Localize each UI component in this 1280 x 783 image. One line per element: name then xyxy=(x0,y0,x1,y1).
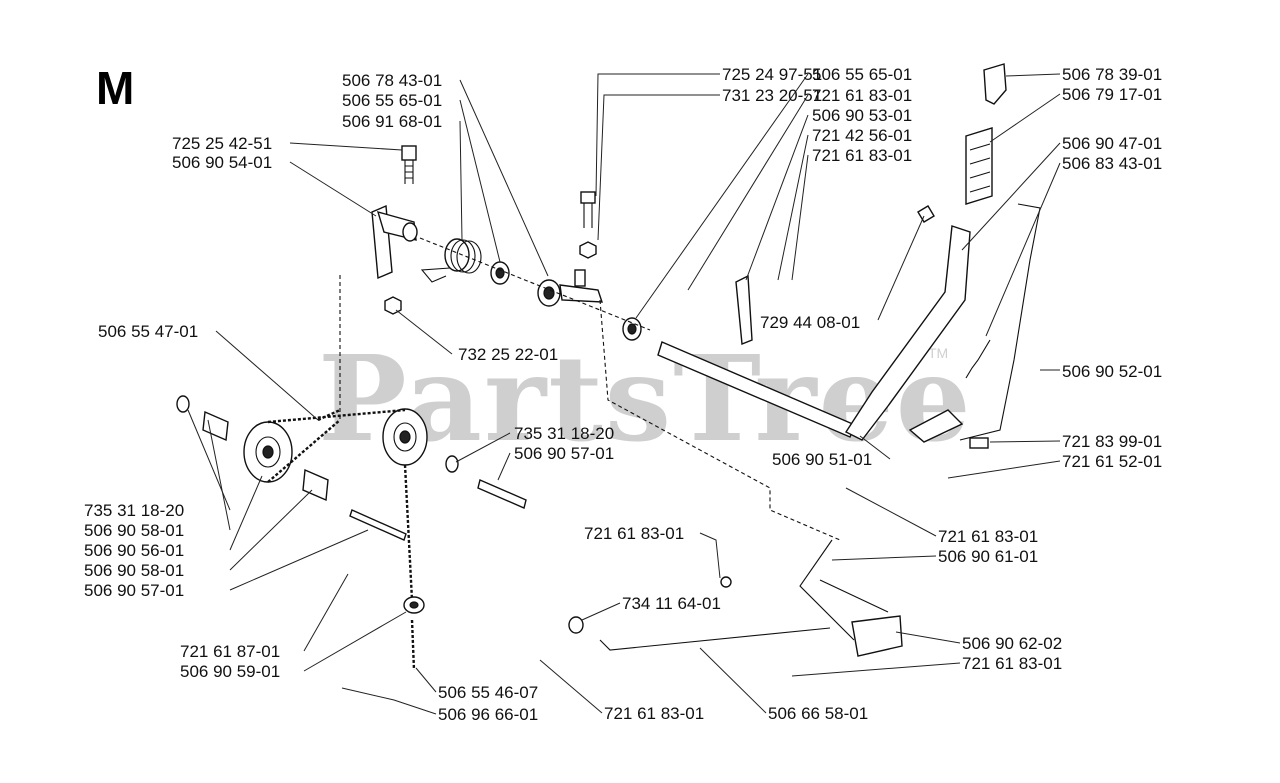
spacer-part xyxy=(202,410,229,442)
part-label: 725 24 97-51 xyxy=(722,65,822,84)
part-drawings xyxy=(176,63,1041,671)
part-label: 721 61 87-01 xyxy=(180,642,280,661)
washer-part xyxy=(176,395,190,413)
part-label: 721 42 56-01 xyxy=(812,126,912,145)
part-label: 506 90 53-01 xyxy=(812,106,912,125)
part-label: 506 91 68-01 xyxy=(342,112,442,131)
watermark-tm: TM xyxy=(928,345,948,361)
part-label: 506 79 17-01 xyxy=(1062,85,1162,104)
part-label: 506 96 66-01 xyxy=(438,705,538,724)
part-label: 506 55 65-01 xyxy=(342,91,442,110)
part-label: 731 23 20-51 xyxy=(722,86,822,105)
pin-part xyxy=(969,437,989,449)
part-label: 732 25 22-01 xyxy=(458,345,558,364)
link-rod-part xyxy=(599,627,831,651)
part-label: 506 78 39-01 xyxy=(1062,65,1162,84)
part-label: 721 61 83-01 xyxy=(584,524,684,543)
section-letter: M xyxy=(96,62,134,114)
part-label: 506 90 57-01 xyxy=(84,581,184,600)
main-shaft-part xyxy=(657,341,856,438)
part-label: 734 11 64-01 xyxy=(622,594,721,613)
screw-part xyxy=(917,205,935,223)
nut-part xyxy=(384,296,402,315)
part-label: 735 31 18-20 xyxy=(84,501,184,520)
small-spring-part xyxy=(965,339,991,379)
washer-3-part xyxy=(568,616,584,634)
right-pulley-part xyxy=(382,408,428,466)
chain-part xyxy=(267,408,416,671)
axle-part xyxy=(349,509,407,541)
part-label: 506 83 43-01 xyxy=(1062,154,1162,173)
part-label: 506 55 65-01 xyxy=(812,65,912,84)
part-label: 506 90 56-01 xyxy=(84,541,184,560)
idler-part xyxy=(403,596,425,614)
left-pulley-part xyxy=(243,421,293,483)
part-label: 506 90 58-01 xyxy=(84,521,184,540)
part-label: 506 55 47-01 xyxy=(98,322,198,341)
part-labels: 506 78 43-01 506 55 65-01 506 91 68-01 7… xyxy=(84,65,1162,724)
part-label: 506 90 47-01 xyxy=(1062,134,1162,153)
part-label: 721 61 83-01 xyxy=(812,86,912,105)
hand-grip-part xyxy=(965,127,993,205)
part-label: 506 66 58-01 xyxy=(768,704,868,723)
part-label: 506 90 51-01 xyxy=(772,450,872,469)
bolt-part xyxy=(401,145,417,184)
part-label: 721 61 52-01 xyxy=(1062,452,1162,471)
part-label: 506 90 61-01 xyxy=(938,547,1038,566)
bracket-part xyxy=(371,204,418,280)
part-label: 506 90 54-01 xyxy=(172,153,272,172)
cotter-pin-part xyxy=(720,576,732,588)
small-bolt-part xyxy=(579,191,597,259)
part-label: 721 61 83-01 xyxy=(938,527,1038,546)
tapered-pin-part xyxy=(735,274,753,345)
part-label: 506 78 43-01 xyxy=(342,71,442,90)
knob-part xyxy=(983,63,1007,105)
part-label: 506 90 52-01 xyxy=(1062,362,1162,381)
part-label: 721 61 83-01 xyxy=(812,146,912,165)
plate-part xyxy=(908,409,964,443)
part-label: 506 55 46-07 xyxy=(438,683,538,702)
part-label: 735 31 18-20 xyxy=(514,424,614,443)
part-label: 506 90 57-01 xyxy=(514,444,614,463)
shaft-bushing-part xyxy=(622,317,642,341)
part-label: 725 25 42-51 xyxy=(172,134,272,153)
part-label: 506 90 62-02 xyxy=(962,634,1062,653)
axle-2-part xyxy=(477,479,527,509)
part-label: 506 90 59-01 xyxy=(180,662,280,681)
leader-lines xyxy=(187,73,1061,715)
control-rod-part xyxy=(959,203,1041,441)
lever-arm-part xyxy=(844,225,971,441)
part-label: 721 83 99-01 xyxy=(1062,432,1162,451)
part-label: 721 61 83-01 xyxy=(604,704,704,723)
part-label: 721 61 83-01 xyxy=(962,654,1062,673)
part-label: 729 44 08-01 xyxy=(760,313,860,332)
torsion-spring-part xyxy=(420,238,482,283)
bellcrank-part xyxy=(799,539,889,641)
bracket-plate-part xyxy=(851,615,903,657)
washer-2-part xyxy=(445,455,459,473)
part-label: 506 90 58-01 xyxy=(84,561,184,580)
